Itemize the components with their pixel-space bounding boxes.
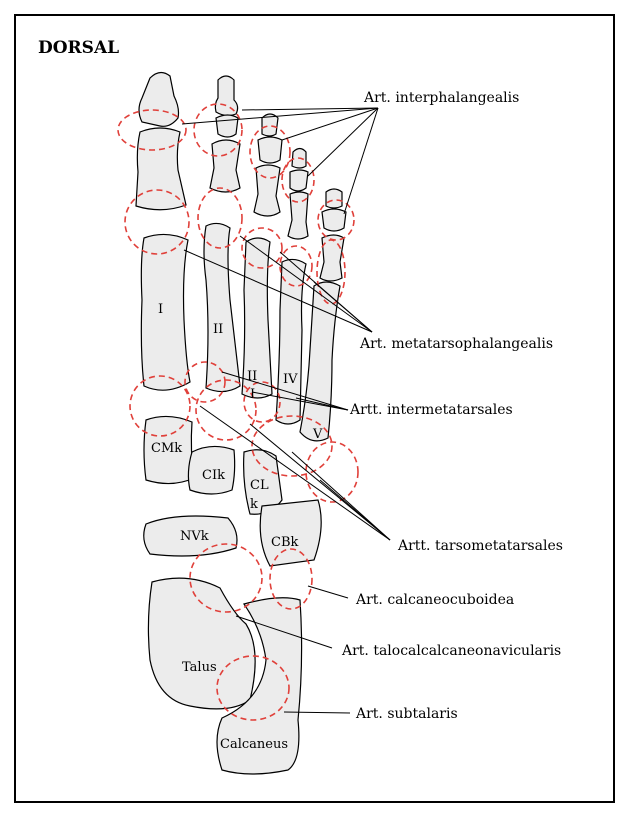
bone-label-cbk: CBk xyxy=(271,535,299,550)
label-interphalangealis: Art. interphalangealis xyxy=(363,90,519,106)
metatarsal-5 xyxy=(300,282,340,441)
annotation-labels: Art. interphalangealis Art. metatarsopha… xyxy=(341,90,563,722)
talus xyxy=(148,578,255,709)
label-calcaneocuboidea: Art. calcaneocuboidea xyxy=(355,592,514,608)
bone-label-calcaneus: Calcaneus xyxy=(220,737,288,752)
toe-3-middle-phalanx xyxy=(258,137,282,163)
tmt-joint-4-5 xyxy=(252,416,332,476)
bones xyxy=(136,72,346,774)
bone-label-clk-line2: k xyxy=(250,497,258,512)
bone-label-cmk: CMk xyxy=(151,441,182,456)
toe-1-distal-phalanx xyxy=(139,72,179,126)
label-intermetatarsales: Artt. intermetatarsales xyxy=(349,402,513,418)
bone-label-mt5: V xyxy=(312,427,323,442)
bone-label-cik: CIk xyxy=(202,468,225,483)
toe-2-distal-phalanx xyxy=(215,76,237,116)
metatarsal-2 xyxy=(204,223,240,391)
toe-2-proximal-phalanx xyxy=(210,140,240,192)
cuboid xyxy=(260,500,321,566)
bone-label-mt3-line1: II xyxy=(247,369,257,384)
toe-5-proximal-phalanx xyxy=(320,235,344,281)
toe-5-distal-phalanx xyxy=(326,189,342,208)
bone-label-mt4: IV xyxy=(283,372,298,387)
bone-label-mt3-line2: I xyxy=(250,387,255,402)
bone-label-clk-line1: CL xyxy=(250,478,269,493)
bone-label-mt2: II xyxy=(213,322,223,337)
toe-3-proximal-phalanx xyxy=(254,165,280,216)
toe-5-middle-phalanx xyxy=(322,209,346,231)
bone-label-mt1: I xyxy=(158,302,163,317)
toe-4-middle-phalanx xyxy=(290,170,308,191)
bone-label-talus: Talus xyxy=(182,660,217,675)
label-metatarsophalangealis: Art. metatarsophalangealis xyxy=(359,336,553,352)
label-talocalcaneonavicularis: Art. talocalcalcaneonavicularis xyxy=(341,643,561,659)
toe-2-middle-phalanx xyxy=(216,115,238,137)
label-subtalaris: Art. subtalaris xyxy=(355,706,458,722)
diagram-title: DORSAL xyxy=(38,38,119,58)
bone-label-nvk: NVk xyxy=(180,529,209,544)
metatarsal-1 xyxy=(141,234,190,390)
label-tarsometatarsales: Artt. tarsometatarsales xyxy=(397,538,563,554)
